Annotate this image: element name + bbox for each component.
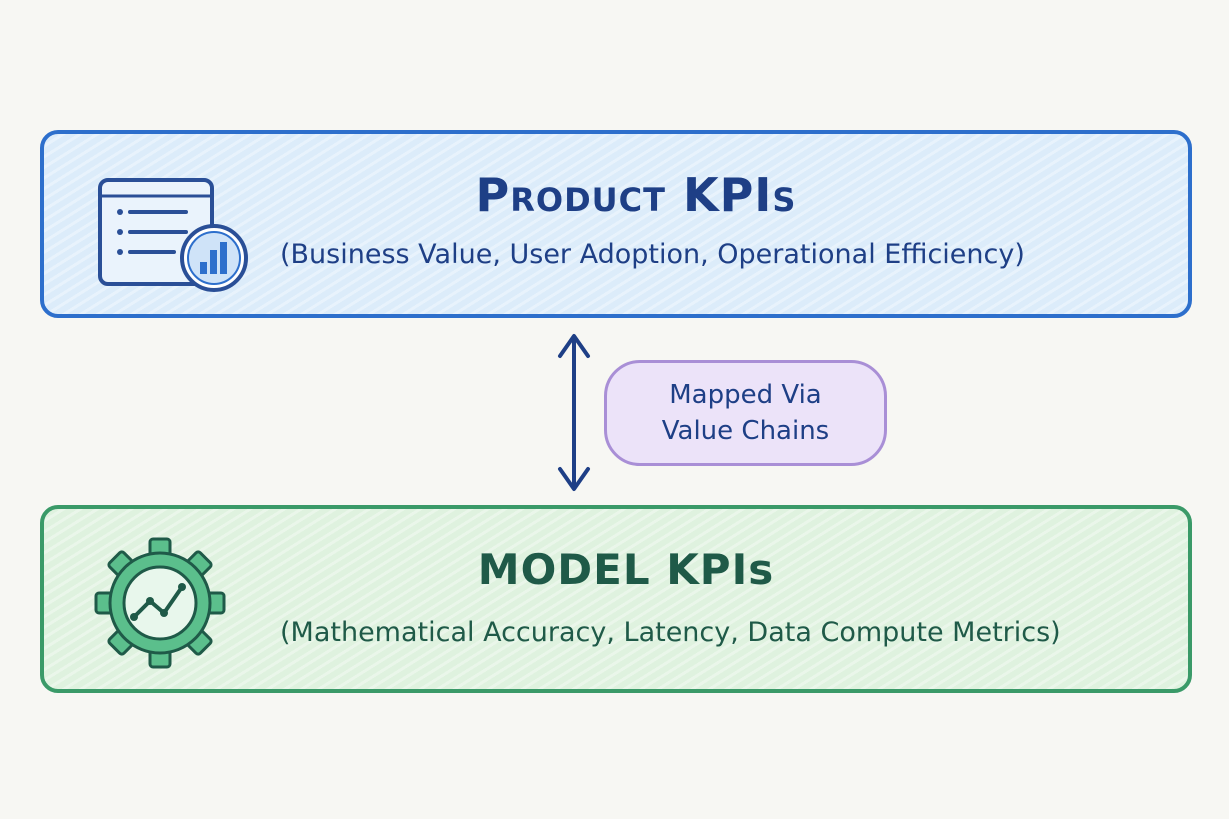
model-kpis-subtitle: (Mathematical Accuracy, Latency, Data Co… xyxy=(280,617,1061,648)
double-arrow-icon xyxy=(558,334,590,491)
mapping-label-pill: Mapped Via Value Chains xyxy=(604,360,887,466)
product-kpis-box: Product KPIs (Business Value, User Adopt… xyxy=(40,130,1192,318)
product-kpis-title: Product KPIs xyxy=(475,168,797,222)
model-kpis-box: MODEL KPIs (Mathematical Accuracy, Laten… xyxy=(40,505,1192,693)
product-kpis-subtitle: (Business Value, User Adoption, Operatio… xyxy=(280,239,1025,270)
dashboard-report-icon xyxy=(98,178,248,292)
mapping-label-line1: Mapped Via xyxy=(669,379,822,410)
mapping-label-line2: Value Chains xyxy=(661,416,830,446)
gear-chart-icon xyxy=(94,537,226,669)
model-kpis-title: MODEL KPIs xyxy=(477,545,775,594)
